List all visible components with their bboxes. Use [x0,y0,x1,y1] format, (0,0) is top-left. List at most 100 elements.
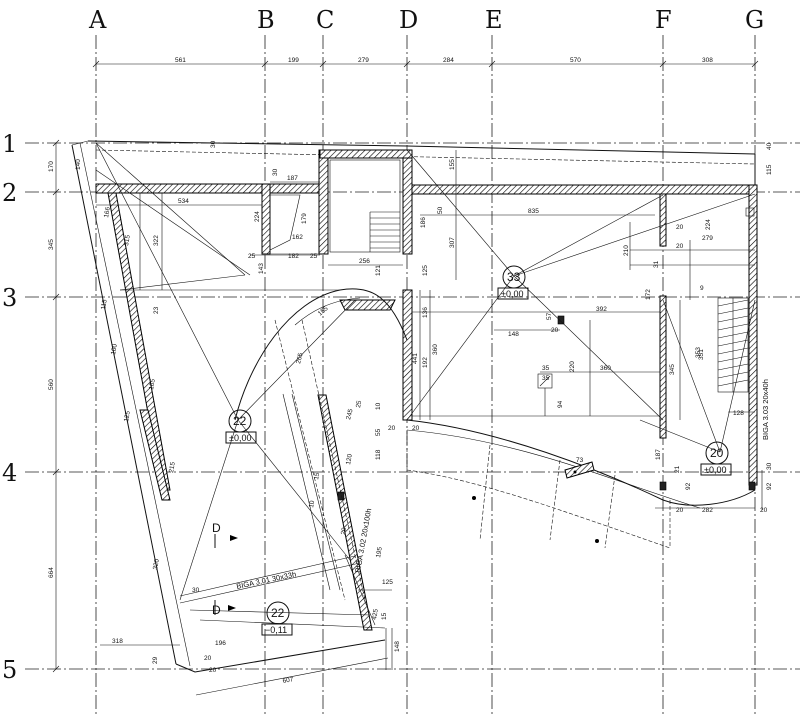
grid-label-G: G [745,6,764,34]
dim-label: 265 [295,352,305,365]
dim-label: 121 [375,265,382,276]
dim-label: 182 [288,253,299,260]
curved-outline [234,288,756,549]
dim-left-45: 664 [48,567,55,578]
dim-label: 20 [209,667,217,674]
grid-label-3: 3 [2,284,17,312]
dim-label: 179 [301,213,308,224]
stair-right [717,297,749,393]
dim-label: 318 [112,638,123,645]
dim-label: 425 [371,608,380,620]
dim-label: 20 [676,224,684,231]
dim-label: 186 [420,217,427,228]
dim-label: 351 [698,349,705,360]
dim-label: 73 [576,457,584,464]
dim-label: 165 [148,378,157,390]
dim-label: 20 [551,327,559,334]
dim-label: 282 [702,507,713,514]
small-room-b [269,181,320,255]
dim-label: 195 [375,546,384,558]
dim-label: 55 [375,428,382,436]
dim-label: 25 [310,253,318,260]
dim-label: 256 [359,258,370,265]
dim-label: 10 [308,500,316,509]
dim-label: 118 [375,449,382,460]
grid-label-4: 4 [2,459,17,487]
level-marker-4-value: −0,11 [265,625,287,635]
dim-label: 307 [449,237,456,248]
dim-label: 50 [437,206,444,214]
dim-label: 25 [355,400,363,409]
dim-label: 345 [669,364,676,375]
dim-label: 10 [375,402,382,410]
dim-label: 322 [153,235,160,246]
dim-label: 23 [153,306,160,314]
dim-top-FG: 308 [702,57,713,64]
dim-label: 30 [766,462,773,470]
dim-label: 143 [258,263,265,274]
dim-label: 224 [705,219,712,230]
dim-top-AB: 561 [175,57,186,64]
dim-top-EF: 570 [570,57,581,64]
level-marker-1: 22 ±0,00 [225,409,257,444]
dim-label: 35 [542,375,550,382]
section-mark-lower: D [212,600,236,617]
roof-outline [71,140,756,667]
dim-label: 245 [345,408,355,421]
dim-label: 534 [178,198,189,205]
level-marker-1-value: ±0,00 [229,433,251,443]
beam-note-301: BIGA 3.01 30x33h [236,569,297,590]
dim-label: 136 [422,307,429,318]
bottom-footing [175,628,389,696]
dim-top-DE: 284 [443,57,454,64]
section-mark-upper: D [212,521,238,548]
dim-label: 172 [645,289,652,300]
top-dimension-chain: 561 199 279 284 570 308 [92,57,759,68]
dim-label: 192 [422,357,429,368]
dim-label: 20 [204,655,212,662]
dim-label: 57 [546,312,553,320]
dim-label: 279 [702,235,713,242]
dim-label: 320 [152,558,161,570]
dim-label: 360 [600,365,611,372]
dim-label: 20 [340,527,348,536]
dim-label: 20 [676,243,684,250]
dim-label: 148 [508,331,519,338]
dim-label: 20 [760,507,768,514]
grid-label-E: E [485,6,503,34]
dimension-lines [96,150,763,670]
interior-dimension-labels: 140 534 187 30 224 162 179 25 143 182 25… [75,140,773,685]
dim-label: 115 [766,164,773,175]
dim-label: 21 [674,465,681,473]
level-marker-3: 20 ±0,00 [700,441,732,476]
small-symbols [472,207,755,543]
dim-top-CD: 279 [358,57,369,64]
dim-label: 224 [254,211,261,222]
dim-label: 835 [528,208,539,215]
beam-note-302: BIGA 3.02 20x100h [353,508,373,574]
level-marker-1-id: 22 [233,414,247,428]
dim-label: 15 [381,612,388,620]
grid-label-C: C [316,6,334,34]
dim-label: 92 [766,482,773,490]
level-marker-2: 33 ±0,00 [497,265,529,300]
dim-label: 30 [272,168,279,176]
dim-label: 360 [432,344,439,355]
level-marker-4: 22 −0,11 [261,601,293,636]
dim-top-BC: 199 [288,57,299,64]
dim-label: 315 [123,234,132,246]
dim-label: 9 [700,285,704,292]
grid-row-labels: 1 2 3 4 5 [2,130,17,684]
grid-label-F: F [655,6,672,34]
level-marker-4-id: 22 [271,606,285,620]
dim-label: 31 [653,260,660,268]
dim-label: 140 [75,159,82,170]
dim-label: 215 [168,461,177,473]
dim-label: 94 [557,400,564,408]
dim-label: 187 [655,449,662,460]
grid-label-2: 2 [2,179,17,207]
dim-label: 20 [412,425,420,432]
left-dimension-chain: 170 345 560 664 [48,139,60,673]
dim-label: 187 [287,175,298,182]
